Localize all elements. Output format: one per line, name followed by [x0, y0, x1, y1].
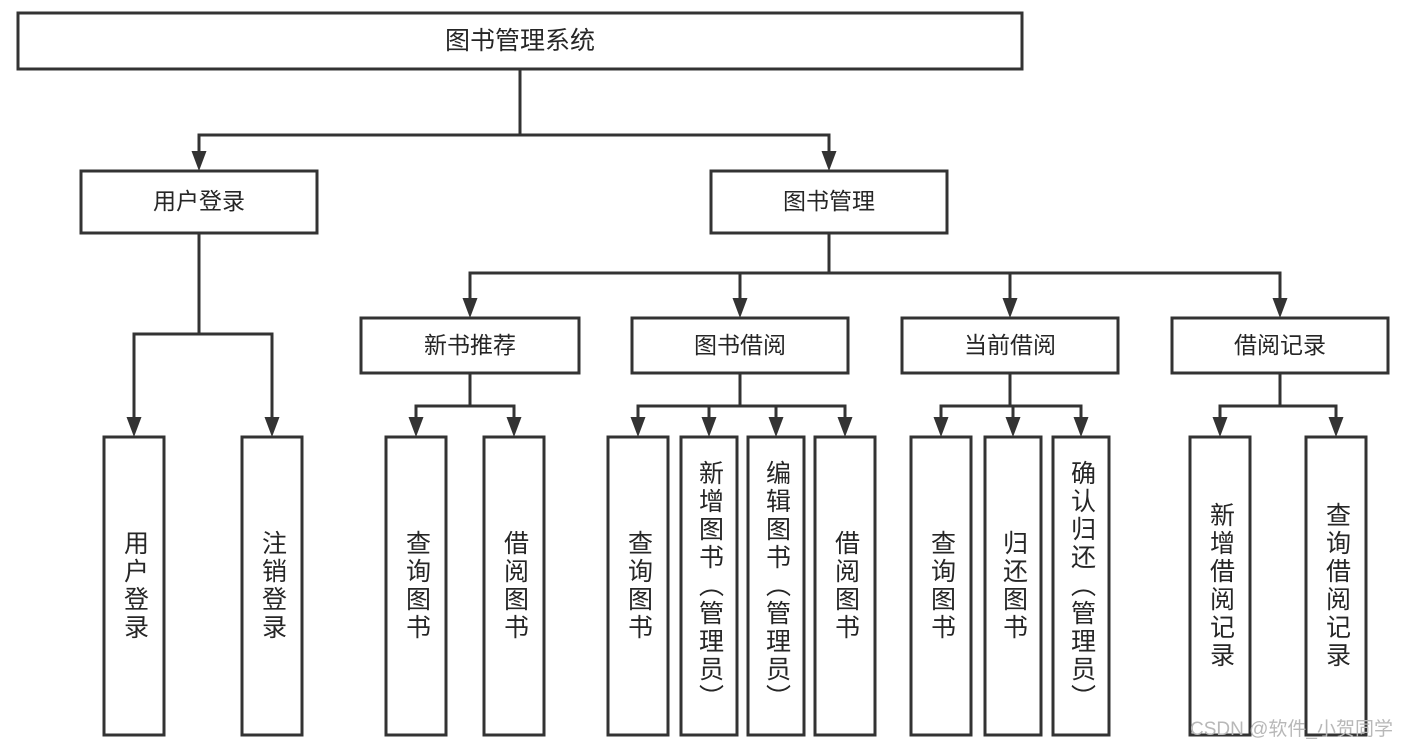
- arrow-head-icon: [933, 417, 949, 437]
- connector-book-manage-to-borrow-record: [827, 233, 1288, 318]
- csdn-watermark: CSDN @软件_小贺同学: [1190, 719, 1393, 740]
- connector-new-book-rec-to-leaf-rec-borrow-book: [468, 373, 522, 437]
- node-leaf-leaf-edit-book[interactable]: [746, 435, 806, 737]
- arrow-head-icon: [837, 417, 853, 437]
- node-leaf-leaf-query-record[interactable]: [1304, 435, 1368, 737]
- node-root-root[interactable]: [16, 11, 1024, 71]
- connector-new-book-rec-to-leaf-rec-query-book: [408, 373, 472, 437]
- connector-user-login-to-leaf-user-login: [126, 233, 201, 437]
- connector-root-to-book-manage: [518, 69, 837, 171]
- node-level2-book-manage[interactable]: [709, 169, 949, 235]
- connector-book-manage-to-current-borrow: [827, 233, 1018, 318]
- connector-borrow-record-to-leaf-query-record: [1278, 373, 1344, 437]
- arrow-head-icon: [408, 417, 424, 437]
- node-level3-borrow-record[interactable]: [1170, 316, 1390, 375]
- node-level3-current-borrow[interactable]: [900, 316, 1120, 375]
- arrow-head-icon: [1073, 417, 1089, 437]
- arrow-head-icon: [821, 151, 837, 171]
- arrow-head-icon: [1002, 298, 1018, 318]
- node-leaf-leaf-return-book[interactable]: [983, 435, 1043, 737]
- node-leaf-leaf-confirm-return[interactable]: [1051, 435, 1111, 737]
- arrow-head-icon: [630, 417, 646, 437]
- connector-book-manage-to-book-borrow: [732, 233, 831, 318]
- connector-layer: [126, 69, 1344, 437]
- arrow-head-icon: [1328, 417, 1344, 437]
- node-level3-book-borrow[interactable]: [630, 316, 850, 375]
- connector-current-borrow-to-leaf-cur-query-book: [933, 373, 1012, 437]
- arrow-head-icon: [264, 417, 280, 437]
- connector-borrow-record-to-leaf-add-record: [1212, 373, 1282, 437]
- node-leaf-leaf-add-book[interactable]: [679, 435, 739, 737]
- node-leaf-leaf-user-login[interactable]: [102, 435, 166, 737]
- connector-book-manage-to-new-book-rec: [462, 233, 831, 318]
- arrow-head-icon: [768, 417, 784, 437]
- arrow-head-icon: [1212, 417, 1228, 437]
- node-level2-user-login[interactable]: [79, 169, 319, 235]
- node-leaf-leaf-borrow-book[interactable]: [813, 435, 877, 737]
- node-level3-new-book-rec[interactable]: [359, 316, 581, 375]
- node-leaf-leaf-rec-borrow-book[interactable]: [482, 435, 546, 737]
- arrow-head-icon: [732, 298, 748, 318]
- node-leaf-leaf-add-record[interactable]: [1188, 435, 1252, 737]
- connector-root-to-user-login: [191, 69, 522, 171]
- node-leaf-leaf-rec-query-book[interactable]: [384, 435, 448, 737]
- arrow-head-icon: [462, 298, 478, 318]
- node-leaf-leaf-cur-query-book[interactable]: [909, 435, 973, 737]
- arrow-head-icon: [191, 151, 207, 171]
- connector-current-borrow-to-leaf-confirm-return: [1008, 373, 1089, 437]
- arrow-head-icon: [506, 417, 522, 437]
- arrow-head-icon: [701, 417, 717, 437]
- arrow-head-icon: [1005, 417, 1021, 437]
- connector-user-login-to-leaf-logout: [197, 233, 280, 437]
- node-leaf-leaf-borrow-query-book[interactable]: [606, 435, 670, 737]
- node-leaf-leaf-logout[interactable]: [240, 435, 304, 737]
- connector-book-borrow-to-leaf-borrow-book: [738, 373, 853, 437]
- arrow-head-icon: [126, 417, 142, 437]
- arrow-head-icon: [1272, 298, 1288, 318]
